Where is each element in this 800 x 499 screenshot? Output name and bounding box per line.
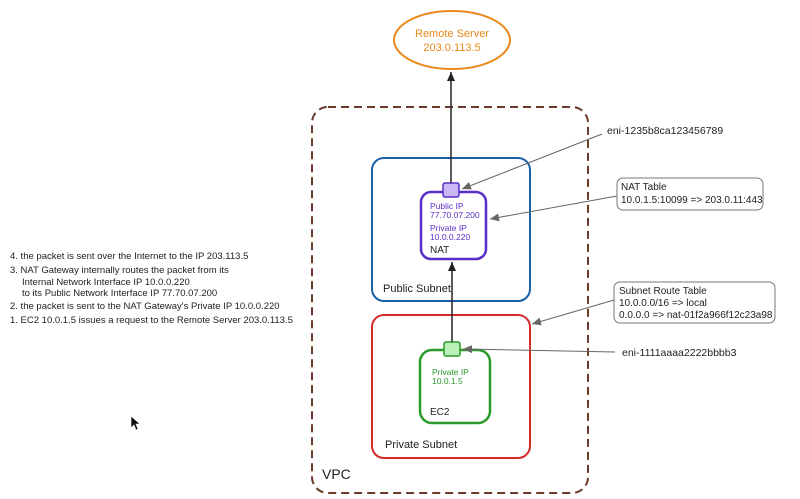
step-4-text: 4. the packet is sent over the Internet … — [10, 251, 248, 262]
nat-private-ip: 10.0.0.220 — [430, 232, 470, 242]
step-3-text: 3. NAT Gateway internally routes the pac… — [10, 265, 229, 276]
nat-private-ip-label: Private IP — [430, 223, 467, 233]
vpc-boundary — [311, 106, 589, 494]
route-table-route: 10.0.0.0/16 => local — [619, 298, 707, 309]
eni-private-label: eni-1111aaaa2222bbbb3 — [622, 347, 737, 359]
ec2-private-ip-label: Private IP — [432, 367, 469, 377]
callout-eni-private — [462, 345, 616, 354]
nat-table-title: NAT Table — [621, 182, 667, 193]
step-2-text: 2. the packet is sent to the NAT Gateway… — [10, 301, 280, 312]
step-3-text-line3: to its Public Network Interface IP 77.70… — [22, 288, 217, 299]
callout-eni-public — [461, 133, 603, 190]
private-subnet-label: Private Subnet — [385, 439, 457, 451]
nat-label: NAT — [430, 245, 449, 256]
nat-table-box — [616, 177, 764, 211]
callout-route-table — [531, 299, 615, 326]
vpc-label: VPC — [322, 466, 351, 482]
nat-table-entry: 10.0.1.5:10099 => 203.0.11:443 — [621, 195, 763, 206]
public-subnet-label: Public Subnet — [383, 283, 451, 295]
ec2-eni-port — [443, 341, 461, 357]
step-3-text-line2: Internal Network Interface IP 10.0.0.220 — [22, 277, 190, 288]
step-1-text: 1. EC2 10.0.1.5 issues a request to the … — [10, 315, 293, 326]
remote-server-title: Remote Server — [415, 28, 489, 40]
nat-public-ip: 77.70.07.200 — [430, 210, 480, 220]
eni-public-label: eni-1235b8ca123456789 — [607, 125, 723, 137]
route-table-route: 0.0.0.0 => nat-01f2a966f12c23a98 — [619, 310, 773, 321]
remote-server-ip: 203.0.113.5 — [423, 42, 480, 54]
ec2-private-ip: 10.0.1.5 — [432, 376, 463, 386]
route-table-box — [613, 281, 776, 324]
mouse-cursor-icon — [130, 415, 141, 431]
ec2-label: EC2 — [430, 407, 450, 418]
nat-public-ip-label: Public IP — [430, 201, 464, 211]
route-table-title: Subnet Route Table — [619, 286, 707, 297]
nat-eni-port — [442, 182, 460, 198]
callout-nat-table — [489, 195, 618, 222]
private-subnet-box — [371, 314, 531, 459]
remote-server-node: Remote Server 203.0.113.5 — [393, 10, 511, 70]
